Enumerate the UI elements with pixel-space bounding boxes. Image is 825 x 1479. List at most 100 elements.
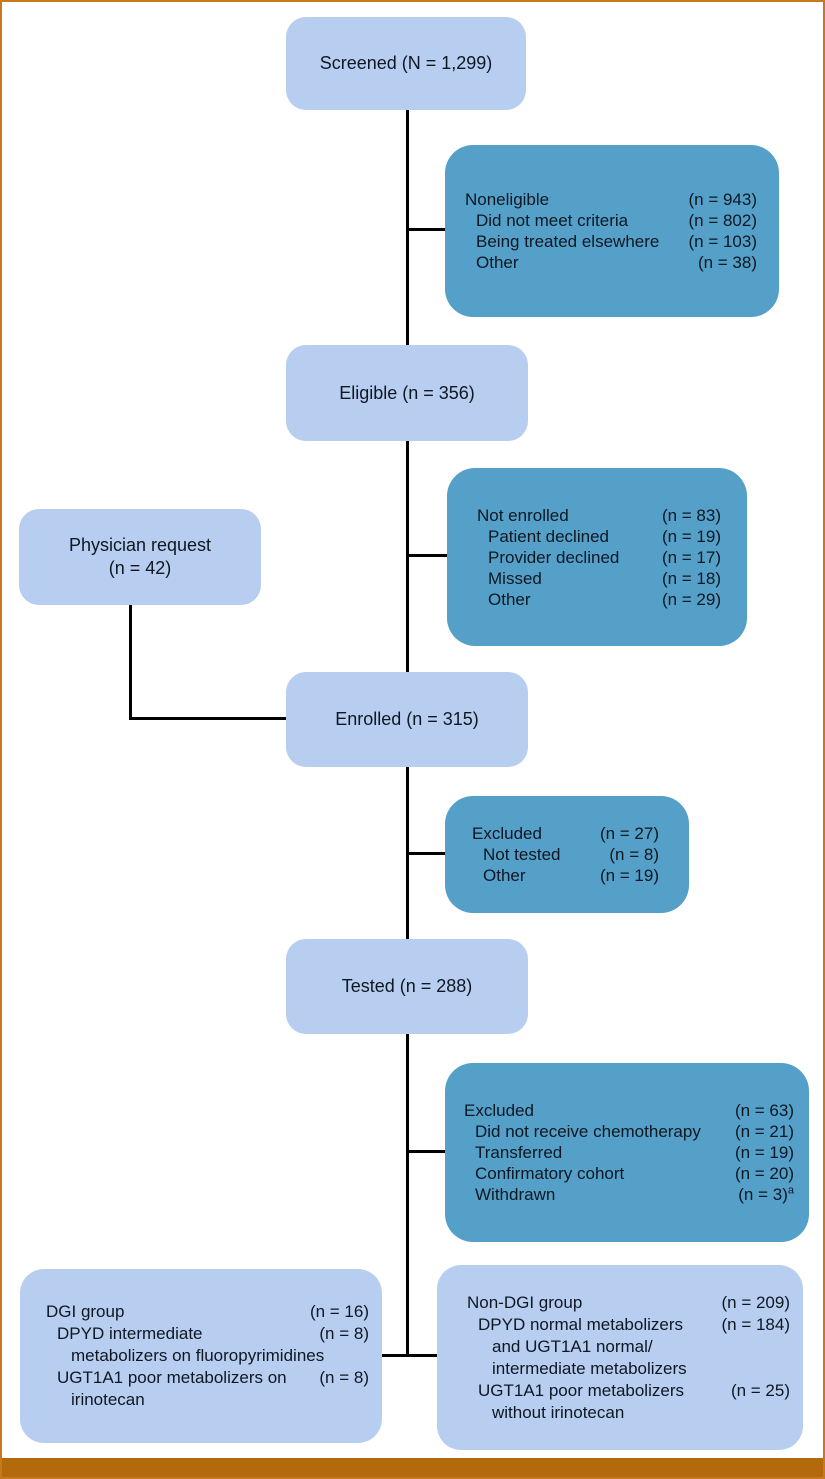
bottom-accent-bar — [2, 1458, 823, 1477]
row-value: (n = 29) — [661, 589, 721, 609]
flow-row: Non-DGI group (n = 209) — [467, 1292, 790, 1314]
flow-row: Other (n = 19) — [472, 865, 659, 886]
row-value — [782, 1402, 790, 1424]
row-label: Not tested — [483, 845, 561, 864]
row-label: and UGT1A1 normal/ — [492, 1336, 653, 1356]
flow-row: Missed (n = 18) — [477, 568, 721, 589]
row-label: DGI group — [46, 1302, 125, 1321]
row-label: Did not meet criteria — [476, 211, 629, 230]
row-label: UGT1A1 poor metabolizers on — [57, 1368, 287, 1387]
flow-row: Being treated elsewhere (n = 103) — [465, 231, 757, 252]
row-value — [782, 1336, 790, 1358]
flow-row: Excluded(n = 63) — [464, 1100, 794, 1121]
row-value: (n = 3)a — [738, 1184, 794, 1204]
row-value — [782, 1358, 790, 1380]
flow-row: Did not meet criteria (n = 802) — [465, 210, 757, 231]
row-label: DPYD normal metabolizers — [478, 1314, 684, 1334]
row-label: irinotecan — [71, 1390, 145, 1409]
physician-request-label: Physician request — [68, 535, 212, 555]
flow-row: intermediate metabolizers — [467, 1358, 790, 1380]
row-label: Not enrolled — [477, 505, 569, 525]
flow-row: DGI group (n = 16) — [46, 1301, 369, 1323]
row-value: (n = 18) — [661, 568, 721, 588]
connector-to-excluded-post-testing — [406, 1150, 447, 1153]
physician-request-horizontal-connector — [129, 717, 289, 720]
row-value: (n = 19) — [599, 866, 659, 885]
flow-row: UGT1A1 poor metabolizers on (n = 8) — [46, 1367, 369, 1389]
screened-label: Screened (N = 1,299) — [319, 53, 493, 73]
row-value — [361, 1389, 369, 1411]
flow-row: Noneligible (n = 943) — [465, 189, 757, 210]
row-label: Being treated elsewhere — [476, 232, 660, 251]
box-eligible: Eligible (n = 356) — [286, 345, 528, 441]
row-label: Withdrawn — [475, 1185, 556, 1204]
flow-row: metabolizers on fluoropyrimidines — [46, 1345, 369, 1367]
row-label: Did not receive chemotherapy — [475, 1122, 701, 1141]
row-label: Other — [483, 866, 526, 885]
box-excluded-post-testing: Excluded(n = 63)Did not receive chemothe… — [445, 1063, 809, 1242]
row-value: (n = 209) — [721, 1292, 790, 1312]
row-value: (n = 802) — [688, 211, 757, 230]
row-label: Excluded — [472, 824, 542, 843]
row-value: (n = 17) — [661, 547, 721, 567]
row-value: (n = 83) — [661, 505, 721, 525]
box-noneligible: Noneligible(n = 943)Did not meet criteri… — [445, 145, 779, 317]
flow-row: Did not receive chemotherapy (n = 21) — [464, 1121, 794, 1142]
row-value: (n = 25) — [730, 1380, 790, 1400]
row-label: Noneligible — [465, 190, 550, 209]
row-value: (n = 8) — [319, 1368, 369, 1387]
row-value: (n = 38) — [697, 253, 757, 272]
flow-row: Other (n = 29) — [477, 589, 721, 610]
row-label: without irinotecan — [492, 1402, 625, 1422]
footnote-marker: a — [787, 1184, 794, 1197]
flow-row: Not enrolled (n = 83) — [477, 505, 721, 526]
box-excluded-post-enrollment: Excluded (n = 27) Not tested (n = 8) Other (n… — [445, 796, 689, 913]
row-label: Other — [476, 253, 519, 272]
flow-row: irinotecan — [46, 1389, 369, 1411]
row-label: Patient declined — [488, 526, 609, 546]
tested-label: Tested (n = 288) — [341, 976, 473, 996]
box-physician-request: Physician request (n = 42) — [19, 509, 261, 605]
flow-row: UGT1A1 poor metabolizers (n = 25) — [467, 1380, 790, 1402]
flow-row: DPYD intermediate (n = 8) — [46, 1323, 369, 1345]
flow-row: Patient declined (n = 19) — [477, 526, 721, 547]
row-value: (n = 19) — [734, 1143, 794, 1162]
flow-row: Provider declined(n = 17) — [477, 547, 721, 568]
group-split-connector — [379, 1354, 439, 1357]
flow-row: Excluded (n = 27) — [472, 823, 659, 844]
row-label: metabolizers on fluoropyrimidines — [71, 1346, 325, 1365]
box-enrolled: Enrolled (n = 315) — [286, 672, 528, 767]
box-screened: Screened (N = 1,299) — [286, 17, 526, 110]
row-label: intermediate metabolizers — [492, 1358, 687, 1378]
connector-to-not-enrolled — [406, 554, 449, 557]
row-value: (n = 184) — [721, 1314, 790, 1334]
eligible-label: Eligible (n = 356) — [339, 382, 475, 403]
row-label: DPYD intermediate — [57, 1324, 203, 1343]
row-value: (n = 8) — [319, 1324, 369, 1343]
row-value: (n = 19) — [661, 526, 721, 546]
row-value: (n = 8) — [609, 845, 659, 864]
flow-row: Withdrawn (n = 3)a — [464, 1184, 794, 1205]
enrolled-label: Enrolled (n = 315) — [335, 709, 479, 729]
flow-row: DPYD normal metabolizers (n = 184) — [467, 1314, 790, 1336]
row-label: Transferred — [475, 1143, 563, 1162]
row-label: Missed — [488, 568, 542, 588]
row-label: Excluded — [464, 1101, 534, 1120]
row-label: UGT1A1 poor metabolizers — [478, 1380, 684, 1400]
row-label: Non-DGI group — [467, 1292, 583, 1312]
row-value: (n = 103) — [688, 232, 757, 251]
row-value — [361, 1345, 369, 1367]
row-label: Other — [488, 589, 531, 609]
flow-row: Not tested (n = 8) — [472, 844, 659, 865]
flow-row: Confirmatory cohort(n = 20) — [464, 1163, 794, 1184]
box-non-dgi-group: Non-DGI group(n = 209)DPYD normal metabo… — [437, 1265, 803, 1450]
row-value: (n = 943) — [688, 190, 757, 209]
flow-row: and UGT1A1 normal/ — [467, 1336, 790, 1358]
row-value: (n = 21) — [734, 1122, 794, 1141]
row-value: (n = 27) — [599, 824, 659, 843]
row-label: Confirmatory cohort — [475, 1164, 625, 1183]
box-tested: Tested (n = 288) — [286, 939, 528, 1034]
row-value: (n = 16) — [309, 1302, 369, 1321]
flow-row: Transferred (n = 19) — [464, 1142, 794, 1163]
